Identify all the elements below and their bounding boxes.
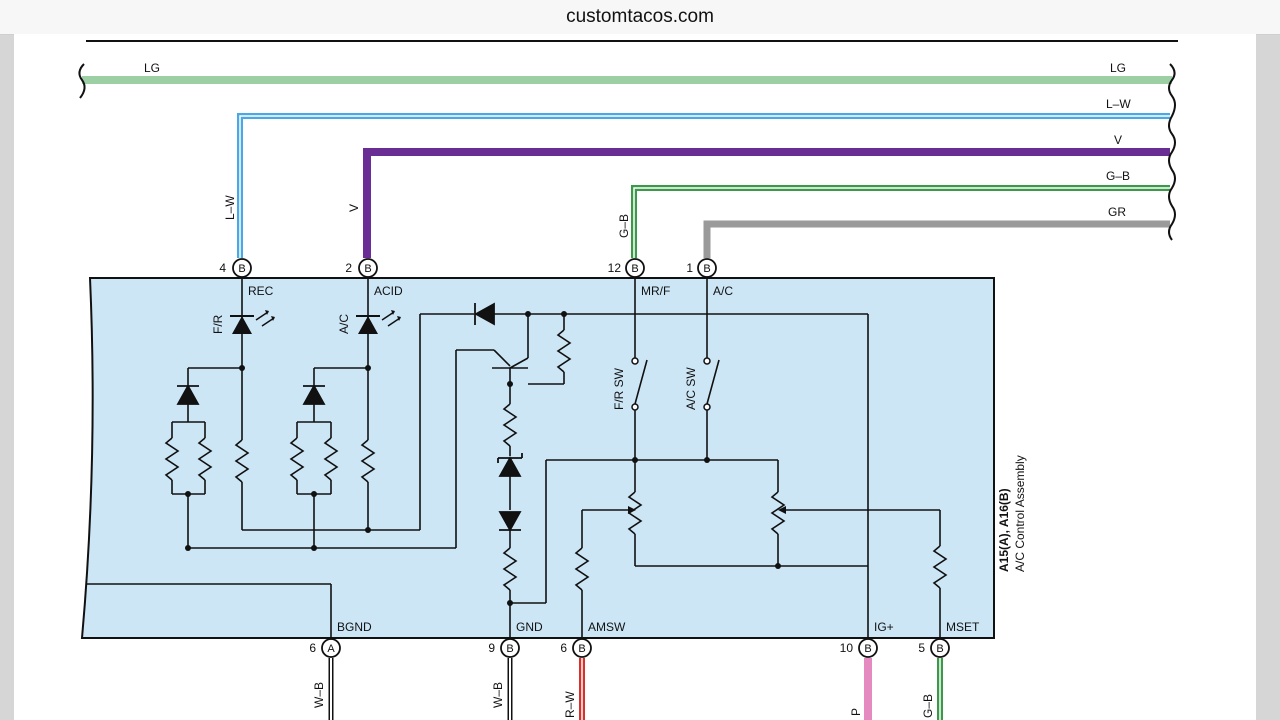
wire-lg-left-label: LG bbox=[144, 61, 160, 75]
connector-top-ac: B 1 A/C bbox=[686, 258, 733, 298]
browser-domain: customtacos.com bbox=[566, 6, 714, 27]
svg-text:MSET: MSET bbox=[946, 620, 980, 634]
wire-v-right-label: V bbox=[1114, 133, 1122, 147]
connector-bottom-ig: IG+ B 10 bbox=[840, 620, 894, 658]
svg-text:6: 6 bbox=[560, 641, 567, 655]
svg-text:B: B bbox=[578, 643, 585, 655]
connector-top-acid: B 2 ACID bbox=[345, 258, 403, 298]
svg-text:10: 10 bbox=[840, 641, 854, 655]
svg-text:A: A bbox=[327, 643, 335, 655]
svg-text:IG+: IG+ bbox=[874, 620, 894, 634]
svg-text:REC: REC bbox=[248, 284, 274, 298]
wire-wb2-label: W–B bbox=[491, 682, 505, 708]
svg-text:12: 12 bbox=[608, 261, 622, 275]
svg-text:GND: GND bbox=[516, 620, 543, 634]
wire-p-label: P bbox=[849, 708, 863, 716]
svg-text:B: B bbox=[703, 263, 710, 275]
wire-gb-vert-label: G–B bbox=[617, 214, 631, 238]
connector-bottom-bgnd: BGND A 6 bbox=[309, 620, 372, 658]
svg-text:B: B bbox=[506, 643, 513, 655]
svg-text:BGND: BGND bbox=[337, 620, 372, 634]
internal-circuit bbox=[86, 277, 948, 638]
assembly-name: A/C Control Assembly bbox=[1013, 455, 1027, 572]
svg-text:B: B bbox=[238, 263, 245, 275]
assembly-code: A15(A), A16(B) bbox=[997, 488, 1011, 572]
svg-text:AMSW: AMSW bbox=[588, 620, 626, 634]
led-icon-ac bbox=[356, 310, 401, 334]
connector-bottom-mset: MSET B 5 bbox=[918, 620, 980, 658]
svg-text:B: B bbox=[936, 643, 943, 655]
wire-gr-right-label: GR bbox=[1108, 205, 1126, 219]
wire-lw-vert-label: L–W bbox=[223, 195, 237, 220]
diode-icons bbox=[176, 302, 523, 532]
led-fr-label: F/R bbox=[211, 314, 225, 334]
svg-text:B: B bbox=[364, 263, 371, 275]
connector-top-mrf: B 12 MR/F bbox=[608, 258, 670, 298]
junction-dots bbox=[185, 311, 781, 606]
connector-bottom-amsw: AMSW B 6 bbox=[560, 620, 626, 658]
svg-text:A/C: A/C bbox=[713, 284, 733, 298]
wire-lw-right-label: L–W bbox=[1106, 97, 1131, 111]
wire-rw-label: R–W bbox=[563, 691, 577, 718]
wire-gr bbox=[703, 220, 1170, 258]
led-icon-fr bbox=[230, 310, 275, 334]
svg-text:2: 2 bbox=[345, 261, 352, 275]
svg-text:B: B bbox=[631, 263, 638, 275]
break-mark-left bbox=[78, 63, 86, 99]
svg-text:MR/F: MR/F bbox=[641, 284, 670, 298]
svg-text:6: 6 bbox=[309, 641, 316, 655]
svg-text:1: 1 bbox=[686, 261, 693, 275]
svg-text:9: 9 bbox=[488, 641, 495, 655]
wire-gb-right-label: G–B bbox=[1106, 169, 1130, 183]
wire-lg-right-label: LG bbox=[1110, 61, 1126, 75]
break-mark-right bbox=[1168, 63, 1176, 241]
connector-top-rec: B 4 REC bbox=[219, 258, 274, 298]
svg-text:4: 4 bbox=[219, 261, 226, 275]
led-ac-label: A/C bbox=[337, 314, 351, 334]
svg-text:ACID: ACID bbox=[374, 284, 403, 298]
svg-text:5: 5 bbox=[918, 641, 925, 655]
bottom-wires bbox=[328, 658, 943, 720]
wire-v bbox=[363, 148, 1170, 258]
wire-v-vert-label: V bbox=[347, 204, 361, 212]
wire-gb-bottom-label: G–B bbox=[921, 694, 935, 718]
switch-ac-label: A/C SW bbox=[684, 367, 698, 410]
switch-fr-label: F/R SW bbox=[612, 367, 626, 410]
wire-wb1-label: W–B bbox=[312, 682, 326, 708]
svg-text:B: B bbox=[864, 643, 871, 655]
connector-bottom-gnd: GND B 9 bbox=[488, 620, 543, 658]
